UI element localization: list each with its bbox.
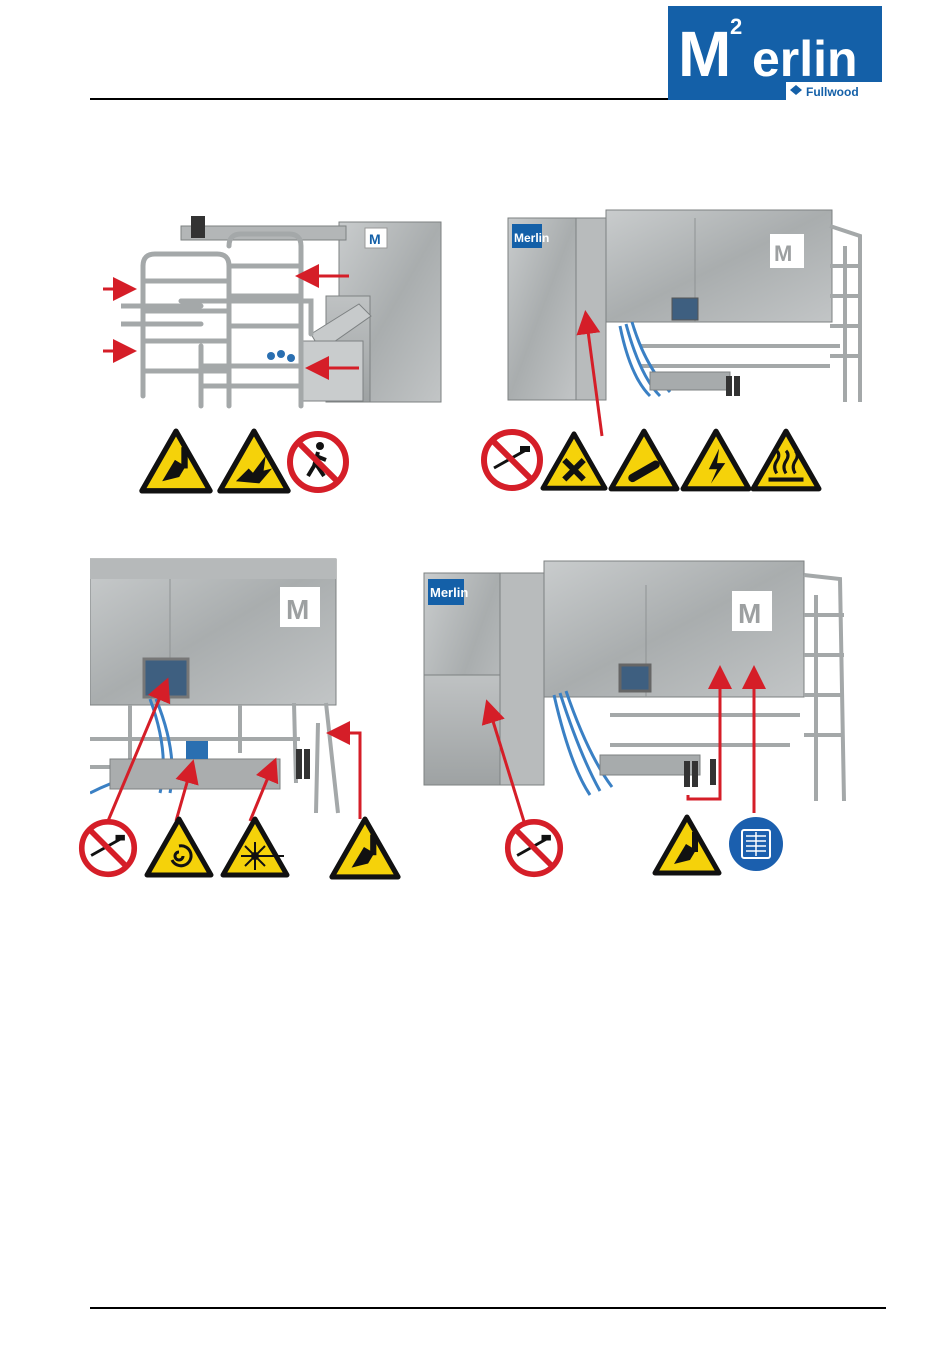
merlin-fullwood-logo: M 2 erlin Fullwood bbox=[668, 6, 882, 100]
figure-bottom-right-photo: Merlin M bbox=[420, 555, 880, 815]
svg-text:M: M bbox=[738, 598, 761, 629]
compressed-gas-icon bbox=[608, 428, 680, 492]
figure-top-left-photo: M bbox=[121, 206, 446, 428]
rotating-brush-warning-icon bbox=[144, 816, 214, 878]
logo-rest: erlin bbox=[752, 31, 858, 87]
logo-m: M bbox=[678, 18, 731, 90]
svg-text:M: M bbox=[369, 231, 381, 247]
figure-bottom-left-photo: M bbox=[90, 553, 390, 818]
no-water-jet-icon bbox=[480, 428, 544, 492]
read-manual-icon bbox=[728, 816, 784, 872]
cabinet-label-top-right: Merlin bbox=[514, 231, 549, 245]
figure-top-right-photo: Merlin M bbox=[500, 206, 872, 428]
laser-warning-icon bbox=[220, 816, 290, 878]
svg-text:M: M bbox=[774, 241, 792, 266]
hand-crush-warning-icon bbox=[138, 428, 214, 494]
hand-crush-warning-icon-3 bbox=[652, 814, 722, 876]
logo-sub: Fullwood bbox=[806, 85, 859, 99]
no-water-jet-icon-2 bbox=[78, 818, 138, 878]
hot-surface-icon bbox=[750, 428, 822, 492]
no-water-jet-icon-3 bbox=[504, 818, 564, 878]
harmful-substance-icon bbox=[540, 430, 608, 492]
impact-warning-icon bbox=[216, 428, 292, 494]
electric-hazard-icon bbox=[680, 428, 752, 492]
logo-sup: 2 bbox=[730, 14, 742, 39]
cabinet-label-bottom-right: Merlin bbox=[430, 585, 468, 600]
footer-rule bbox=[90, 1307, 886, 1309]
hand-crush-warning-icon-2 bbox=[328, 816, 402, 880]
header-rule bbox=[90, 98, 668, 100]
svg-text:M: M bbox=[286, 594, 309, 625]
no-pedestrian-icon bbox=[286, 430, 350, 494]
